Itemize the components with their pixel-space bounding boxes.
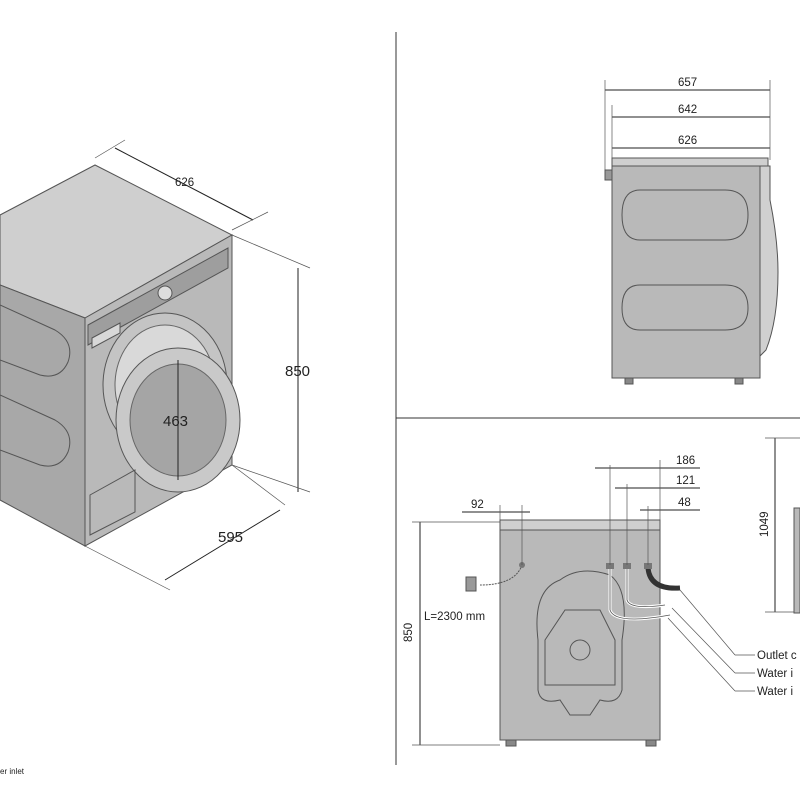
side-dim-642: 642 <box>678 104 697 116</box>
callout-outlet: Outlet c <box>757 650 797 662</box>
side-dim-657: 657 <box>678 77 697 89</box>
rear-dim-1049: 1049 <box>759 511 771 537</box>
side-dim-626: 626 <box>678 135 697 147</box>
rear-dim-48: 48 <box>678 497 691 509</box>
isometric-washer <box>0 164 241 547</box>
rear-dim-92: 92 <box>471 499 484 511</box>
iso-door-label: 463 <box>163 413 188 430</box>
rear-dim-186: 186 <box>676 455 695 467</box>
iso-width-label: 595 <box>218 529 243 546</box>
cable-length-label: L=2300 mm <box>424 611 485 623</box>
rear-dim-121: 121 <box>676 475 695 487</box>
rear-dim-850: 850 <box>403 623 415 642</box>
callout-water-inlet-1: Water i <box>757 668 793 680</box>
rear-view-dimensions <box>412 437 800 746</box>
bottom-caption: er inlet <box>0 767 25 776</box>
iso-dimensions <box>84 139 311 591</box>
side-view-washer <box>604 157 779 385</box>
iso-depth-label: 626 <box>175 177 194 189</box>
callout-water-inlet-2: Water i <box>757 686 793 698</box>
rear-view-washer <box>465 519 681 747</box>
iso-height-label: 850 <box>285 363 310 380</box>
side-view-dimensions <box>604 80 771 175</box>
